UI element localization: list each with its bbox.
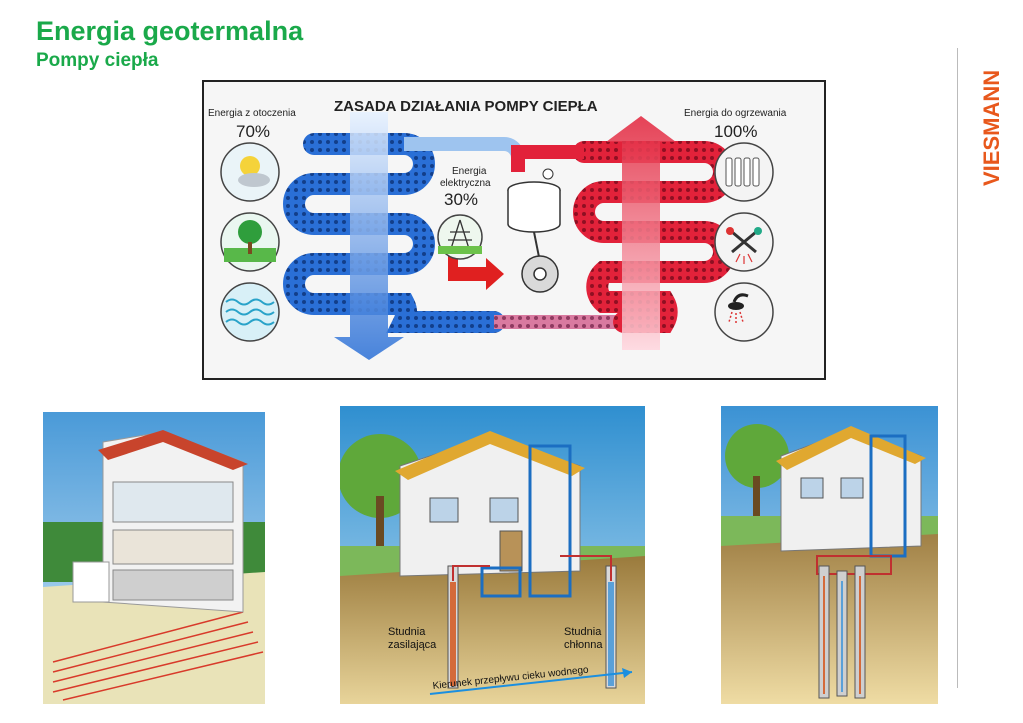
brand-name: VIESMANN (979, 70, 1004, 186)
heating-energy-percent: 100% (714, 122, 758, 141)
electric-energy-percent: 30% (444, 190, 479, 209)
electric-energy-label-1: Energia (452, 166, 487, 177)
compressor-icon (507, 168, 561, 293)
electric-arrow (448, 242, 504, 290)
brand-divider (957, 48, 958, 688)
sprinkler-icon (714, 212, 774, 272)
environment-energy-percent: 70% (236, 122, 271, 141)
radiator-icon (714, 142, 774, 202)
heating-energy-label: Energia do ogrzewania (684, 108, 787, 119)
hot-pipe (511, 145, 584, 172)
page-subtitle: Pompy ciepła (36, 50, 159, 71)
tree-icon (220, 212, 280, 272)
heat-pump-diagram: ZASADA DZIAŁANIA POMPY CIEPŁA Energia z … (202, 80, 826, 380)
supply-well-label: Studnia zasilająca (388, 626, 437, 651)
electric-energy-label-2: elektryczna (440, 178, 491, 189)
viessmann-logo: VIESMANN (968, 46, 1008, 196)
cold-arrow (334, 112, 404, 360)
hot-arrow (606, 116, 676, 350)
water-icon (220, 282, 280, 342)
sun-cloud-icon (220, 142, 280, 202)
page-title: Energia geotermalna (36, 16, 304, 46)
cold-coil (283, 133, 505, 333)
house-water-wells-image: Studnia zasilająca Studnia chłonna Kieru… (340, 406, 645, 704)
diagram-title: ZASADA DZIAŁANIA POMPY CIEPŁA (334, 98, 598, 115)
power-line-icon (437, 214, 483, 260)
return-well-label: Studnia chłonna (564, 626, 603, 651)
house-ground-collector-image (43, 412, 265, 704)
environment-energy-label: Energia z otoczenia (208, 108, 296, 119)
house-ground-probes-image (721, 406, 938, 704)
shower-icon (714, 282, 774, 342)
